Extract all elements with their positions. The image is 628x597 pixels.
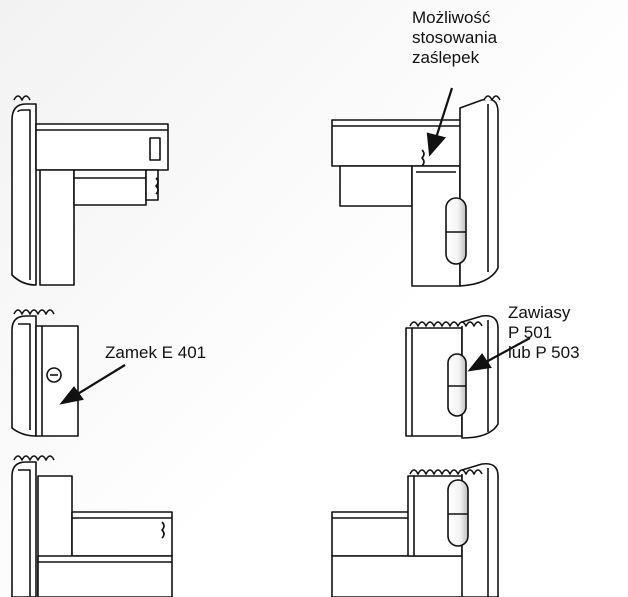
end-caps-label-line-1: Możliwość: [412, 8, 491, 27]
arrow-end-caps-head: [426, 132, 447, 157]
hinges-label-line-2: P 501: [508, 323, 553, 342]
end-caps-label-line-3: zaślepek: [412, 48, 480, 67]
profile-middle-left: [11, 309, 79, 437]
lock-label: Zamek E 401: [105, 343, 207, 362]
corner-top-left: [11, 95, 169, 286]
profile-middle-right: [405, 314, 499, 439]
arrow-end-caps: [434, 87, 454, 139]
arrow-hinge: [485, 337, 531, 363]
hinges-label-line-3: lub P 503: [508, 343, 580, 362]
hinges-label: Zawiasy P 501 lub P 503: [508, 303, 580, 363]
corner-bottom-left: [11, 455, 173, 597]
arrow-lock: [75, 364, 126, 396]
arrow-lock-head: [59, 386, 84, 405]
corner-top-right: [331, 95, 501, 287]
corner-bottom-right: [331, 462, 499, 597]
end-caps-label: Możliwość stosowania zaślepek: [412, 8, 497, 68]
arrow-hinge-head: [467, 353, 492, 372]
hinges-label-line-1: Zawiasy: [508, 303, 571, 322]
end-caps-label-line-2: stosowania: [412, 28, 498, 47]
